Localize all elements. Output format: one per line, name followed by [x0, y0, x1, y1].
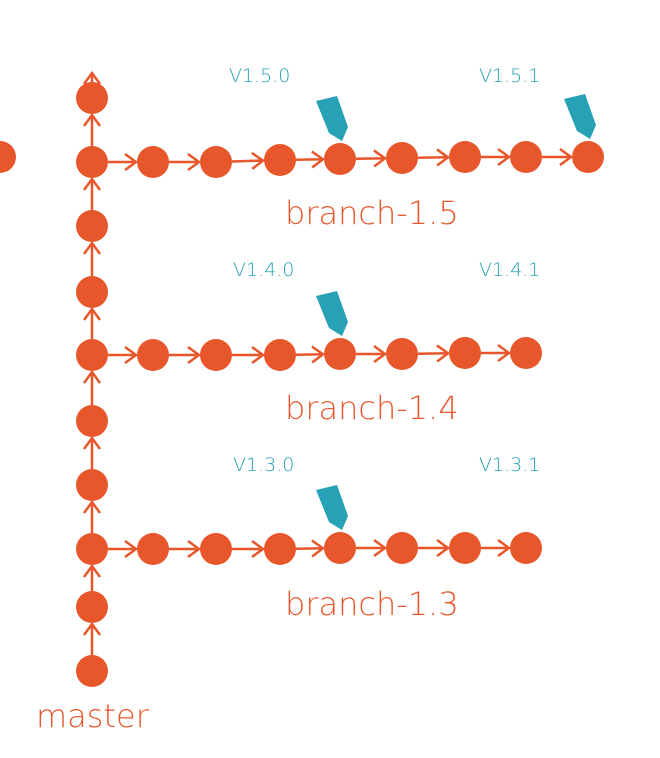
edges	[82, 70, 574, 655]
branch-label-1-3: branch-1.3	[285, 585, 459, 623]
branch-commit	[449, 532, 481, 564]
tag-icon	[316, 485, 348, 530]
branch-commit	[264, 144, 296, 176]
commit-arrow	[169, 539, 202, 559]
tag-icon	[316, 291, 348, 336]
branch-commit	[137, 533, 169, 565]
master-commit	[76, 210, 108, 242]
master-commit	[76, 591, 108, 623]
branch-commit	[324, 338, 356, 370]
branch-label-1-4: branch-1.4	[285, 389, 459, 427]
commit-arrow	[417, 148, 451, 167]
branch-commit	[200, 339, 232, 371]
master-commit	[76, 82, 108, 114]
branch-commit	[386, 532, 418, 564]
commit-arrow	[82, 621, 102, 655]
tags	[316, 94, 596, 530]
commit-arrow	[108, 152, 139, 172]
commit-arrow	[481, 343, 512, 363]
master-commit	[76, 276, 108, 308]
commit-arrow	[356, 344, 388, 364]
branch-commit	[137, 339, 169, 371]
commits	[0, 82, 604, 687]
tag-icon	[564, 94, 596, 139]
commit-arrow	[82, 70, 102, 85]
commit-arrow	[355, 149, 388, 168]
branch-commit	[137, 146, 169, 178]
branch-commit	[200, 533, 232, 565]
commit-arrow	[356, 538, 388, 558]
master-commit	[76, 405, 108, 437]
labels: master branch-1.5 branch-1.4 branch-1.3 …	[36, 65, 540, 735]
branch-commit	[386, 338, 418, 370]
tag-label: V1.3.1	[479, 454, 540, 476]
branch-commit	[449, 337, 481, 369]
tag-label: V1.3.0	[233, 454, 294, 476]
commit-arrow	[108, 539, 139, 559]
commit-arrow	[82, 499, 102, 533]
commit-arrow	[169, 345, 202, 365]
branch-commit	[0, 141, 16, 173]
commit-arrow	[82, 306, 102, 339]
branch-commit	[264, 533, 296, 565]
branch-commit	[264, 339, 296, 371]
commit-arrow	[108, 345, 139, 365]
commit-arrow	[481, 147, 512, 167]
master-label: master	[36, 697, 150, 735]
commit-arrow	[169, 152, 202, 172]
master-commit	[76, 469, 108, 501]
commit-arrow	[231, 151, 266, 170]
tag-label: V1.5.1	[479, 65, 540, 87]
branch-commit	[386, 142, 418, 174]
branch-commit	[510, 532, 542, 564]
branch-commit	[324, 143, 356, 175]
commit-arrow	[295, 345, 326, 364]
commit-arrow	[82, 369, 102, 405]
commit-arrow	[82, 563, 102, 591]
commit-arrow	[232, 345, 266, 365]
branch-commit	[200, 146, 232, 178]
tag-icon	[316, 96, 348, 141]
commit-arrow	[418, 538, 451, 558]
commit-arrow	[295, 150, 326, 169]
commit-arrow	[481, 538, 512, 558]
branch-label-1-5: branch-1.5	[285, 194, 459, 232]
commit-arrow	[232, 539, 266, 559]
master-commit	[76, 146, 108, 178]
tag-label: V1.4.1	[479, 259, 540, 281]
branch-commit	[572, 141, 604, 173]
branch-commit	[510, 337, 542, 369]
commit-arrow	[82, 435, 102, 469]
master-commit	[76, 339, 108, 371]
branch-commit	[324, 532, 356, 564]
commit-arrow	[295, 539, 326, 558]
tag-label: V1.5.0	[229, 65, 290, 87]
commit-arrow	[82, 176, 102, 210]
branch-commit	[510, 141, 542, 173]
commit-arrow	[82, 112, 102, 146]
master-commit	[76, 533, 108, 565]
commit-arrow	[82, 240, 102, 276]
commit-arrow	[542, 147, 574, 167]
master-commit	[76, 655, 108, 687]
commit-arrow	[417, 344, 451, 363]
tag-label: V1.4.0	[233, 259, 294, 281]
branch-commit	[449, 141, 481, 173]
